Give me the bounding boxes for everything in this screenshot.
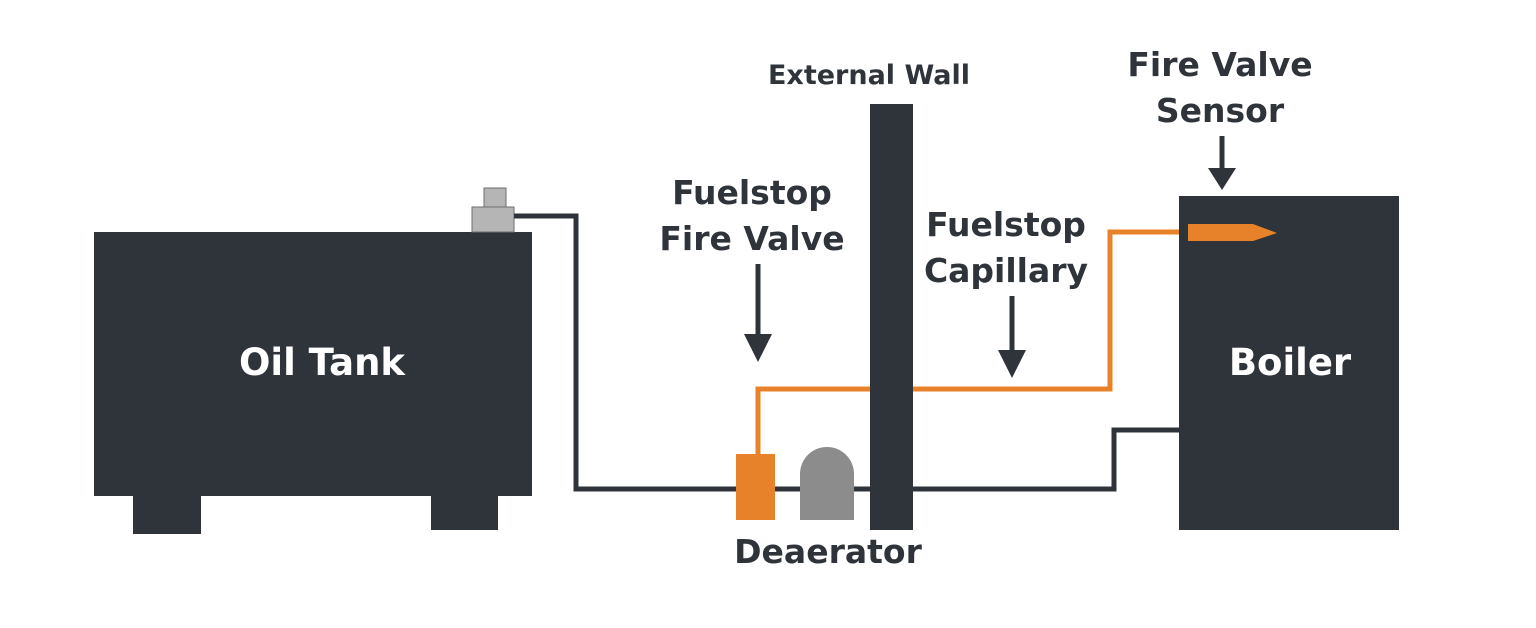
- fuelstop-capillary-line: [755, 229, 1190, 454]
- fire-valve-sensor-arrow: [1208, 136, 1236, 190]
- fire-valve-sensor-probe: [1188, 224, 1277, 241]
- fuelstop-fire-valve-label-line1: Fuelstop: [672, 173, 832, 212]
- oil-tank-outlet-fitting-base: [471, 206, 515, 233]
- fire-valve-sensor-label-line2: Sensor: [1156, 91, 1285, 130]
- oil-tank-label: Oil Tank: [239, 341, 406, 384]
- external-wall-label: External Wall: [768, 60, 970, 91]
- oil-tank: [94, 187, 532, 534]
- oil-tank-foot-right: [431, 494, 498, 530]
- boiler-body: [1179, 196, 1399, 530]
- external-wall: [870, 104, 913, 530]
- fuelstop-capillary-label-line2: Capillary: [924, 251, 1088, 290]
- boiler-label: Boiler: [1229, 341, 1352, 384]
- oil-tank-outlet-fitting-top: [483, 187, 507, 209]
- fuelstop-fire-valve-arrow: [744, 264, 772, 362]
- oil-tank-foot-left: [133, 494, 201, 534]
- fuelstop-capillary-arrow: [998, 296, 1026, 378]
- fire-valve-sensor-label-line1: Fire Valve: [1127, 45, 1312, 84]
- fuelstop-fire-valve: [736, 454, 775, 520]
- deaerator: [800, 447, 854, 520]
- fuelstop-fire-valve-label-line2: Fire Valve: [659, 219, 844, 258]
- fuelstop-capillary-label-line1: Fuelstop: [926, 205, 1086, 244]
- boiler: [1179, 196, 1399, 530]
- oil-tank-body: [94, 232, 532, 496]
- deaerator-label: Deaerator: [734, 532, 922, 571]
